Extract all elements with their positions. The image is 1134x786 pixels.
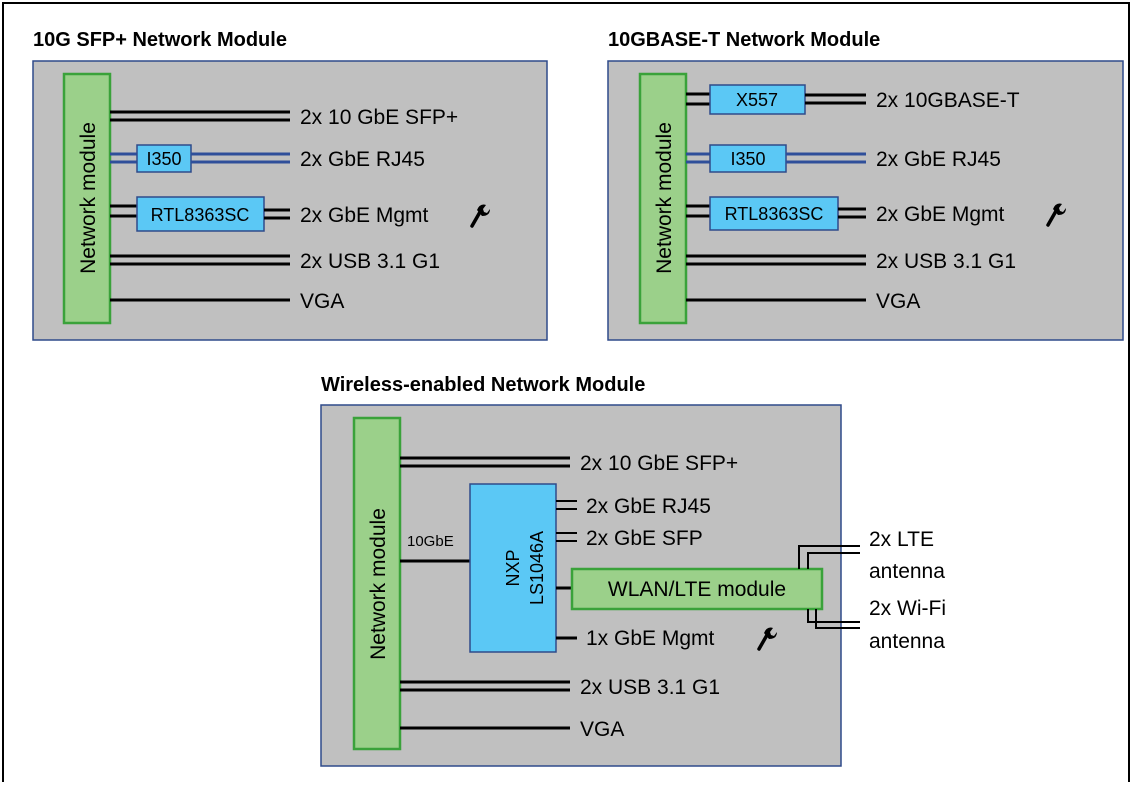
wireless-lte-antenna-label-1: 2x LTE: [869, 528, 934, 551]
base-t-port-mgmt: 2x GbE Mgmt: [876, 203, 1005, 226]
sfp-i350-label: I350: [146, 149, 181, 169]
sfp-port-vga: VGA: [300, 290, 344, 313]
wireless-port-vga: VGA: [580, 718, 624, 741]
wireless-soc-line1: NXP: [503, 549, 523, 586]
sfp-port-mgmt: 2x GbE Mgmt: [300, 204, 429, 227]
base-t-i350-chip: [709, 144, 787, 173]
wireless-wifi-antenna-label-2: antenna: [869, 630, 945, 653]
wireless-network-module: [352, 416, 402, 751]
wireless-link-label: 10GbE: [407, 533, 454, 550]
sfp-module-panel: 10G SFP+ Network Module Network module 2…: [32, 29, 548, 341]
sfp-port-rj45: 2x GbE RJ45: [300, 148, 425, 171]
base-t-i350-label: I350: [730, 149, 765, 169]
wireless-wlan-lte-label: WLAN/LTE module: [608, 578, 786, 601]
base-t-module-panel: 10GBASE-T Network Module Network module …: [607, 29, 1124, 341]
base-t-port-10gbase: 2x 10GBASE-T: [876, 89, 1020, 112]
base-t-panel-title: 10GBASE-T Network Module: [608, 29, 880, 51]
wireless-port-rj45: 2x GbE RJ45: [586, 495, 711, 518]
base-t-x557-chip: [709, 84, 806, 115]
sfp-rtl-label: RTL8363SC: [151, 205, 250, 225]
wireless-wifi-antenna-label-1: 2x Wi-Fi: [869, 597, 946, 620]
sfp-network-module-label: Network module: [77, 122, 100, 274]
wireless-port-gsfp: 2x GbE SFP: [586, 527, 703, 550]
base-t-network-module-label: Network module: [653, 122, 676, 274]
sfp-rtl-chip: [136, 196, 265, 232]
sfp-i350-chip: [136, 144, 192, 173]
wireless-wifi-antenna-line-a: [807, 609, 860, 623]
sfp-panel-title: 10G SFP+ Network Module: [33, 29, 287, 51]
wireless-wlan-lte-module: [570, 567, 824, 611]
base-t-network-module: [638, 72, 688, 325]
wireless-lte-antenna-label-2: antenna: [869, 560, 945, 583]
wireless-network-module-label: Network module: [367, 508, 390, 660]
base-t-rtl-chip: [709, 196, 839, 231]
wireless-lte-antenna-line-a: [798, 545, 860, 569]
base-t-panel-box: [607, 60, 1124, 341]
wireless-port-usb: 2x USB 3.1 G1: [580, 676, 720, 699]
wireless-module-panel: Wireless-enabled Network Module Network …: [320, 374, 946, 767]
base-t-x557-label: X557: [736, 90, 778, 110]
sfp-port-sfp: 2x 10 GbE SFP+: [300, 106, 458, 129]
sfp-panel-box: [32, 60, 548, 341]
base-t-port-rj45: 2x GbE RJ45: [876, 148, 1001, 171]
wireless-port-mgmt: 1x GbE Mgmt: [586, 627, 715, 650]
wireless-nxp-soc: [469, 483, 557, 653]
base-t-port-vga: VGA: [876, 290, 920, 313]
wireless-panel-title: Wireless-enabled Network Module: [321, 374, 645, 396]
wireless-soc-line2: LS1046A: [527, 531, 547, 605]
wireless-wifi-antenna-line-b: [815, 609, 860, 629]
base-t-rtl-label: RTL8363SC: [725, 204, 824, 224]
wireless-port-sfp: 2x 10 GbE SFP+: [580, 452, 738, 475]
wireless-lte-antenna-line-b: [807, 552, 860, 569]
base-t-port-usb: 2x USB 3.1 G1: [876, 250, 1016, 273]
sfp-port-usb: 2x USB 3.1 G1: [300, 250, 440, 273]
sfp-network-module: [62, 72, 112, 325]
